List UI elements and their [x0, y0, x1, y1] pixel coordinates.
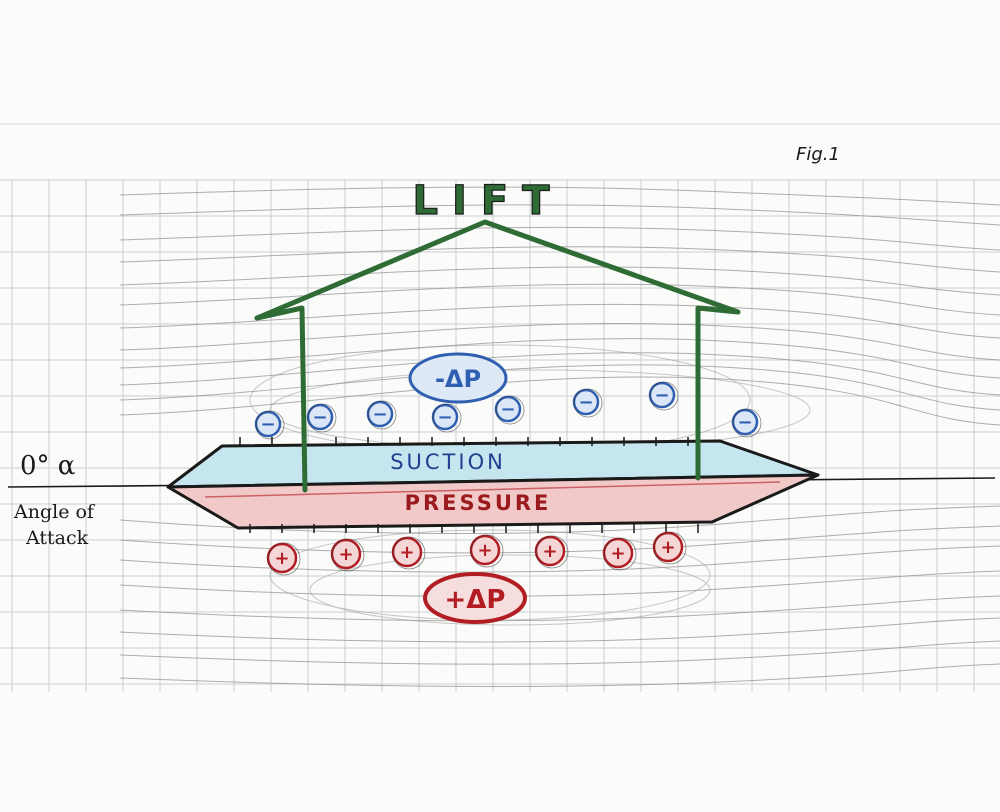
plus-icon: + [332, 539, 364, 571]
negative-dp-label: -ΔP [435, 365, 481, 393]
positive-charges: + + + + + + + [268, 532, 686, 575]
minus-icon: − [368, 401, 396, 429]
streamline [120, 618, 1000, 642]
streamline [120, 596, 1000, 621]
streamline [120, 641, 1000, 664]
svg-text:+: + [542, 541, 557, 562]
svg-text:+: + [610, 543, 625, 564]
negative-dp-bubble: -ΔP [410, 354, 506, 402]
svg-text:−: − [500, 399, 515, 420]
svg-text:+: + [274, 548, 289, 569]
svg-text:+: + [477, 540, 492, 561]
svg-text:−: − [437, 407, 452, 428]
streamline [120, 353, 1000, 395]
plus-icon: + [654, 532, 686, 564]
streamline [120, 284, 1000, 315]
svg-text:+: + [399, 542, 414, 563]
plus-icon: + [393, 537, 425, 569]
positive-dp-bubble: +ΔP [425, 574, 525, 622]
plus-icon: + [536, 536, 568, 568]
svg-text:+: + [660, 537, 675, 558]
minus-icon: − [496, 396, 524, 424]
minus-icon: − [433, 404, 461, 432]
positive-dp-label: +ΔP [445, 585, 506, 615]
plus-icon: + [604, 538, 636, 570]
plus-icon: + [471, 535, 503, 567]
svg-text:−: − [578, 392, 593, 413]
plus-icon: + [268, 543, 300, 575]
svg-text:−: − [260, 414, 275, 435]
streamline [120, 664, 1000, 687]
minus-icon: − [256, 411, 284, 439]
figure-label: Fig.1 [796, 144, 840, 165]
streamline [120, 571, 1000, 596]
streamline [120, 339, 1000, 378]
angle-caption-line1: Angle of [13, 501, 96, 523]
svg-text:−: − [372, 404, 387, 425]
svg-text:−: − [737, 412, 752, 433]
minus-icon: − [574, 389, 602, 417]
minus-icon: − [733, 409, 761, 437]
pressure-label: PRESSURE [405, 491, 552, 515]
svg-text:−: − [654, 385, 669, 406]
angle-caption-line2: Attack [25, 527, 89, 549]
minus-icon: − [308, 404, 336, 432]
streamline [120, 304, 1000, 338]
negative-charges: − − − − − − − − [256, 382, 761, 439]
suction-label: SUCTION [390, 450, 506, 474]
lift-title: LIFT [413, 178, 564, 224]
svg-text:−: − [312, 407, 327, 428]
minus-icon: − [650, 382, 678, 410]
streamline [120, 267, 1000, 295]
svg-text:+: + [338, 544, 353, 565]
angle-label: 0° α [20, 451, 75, 481]
